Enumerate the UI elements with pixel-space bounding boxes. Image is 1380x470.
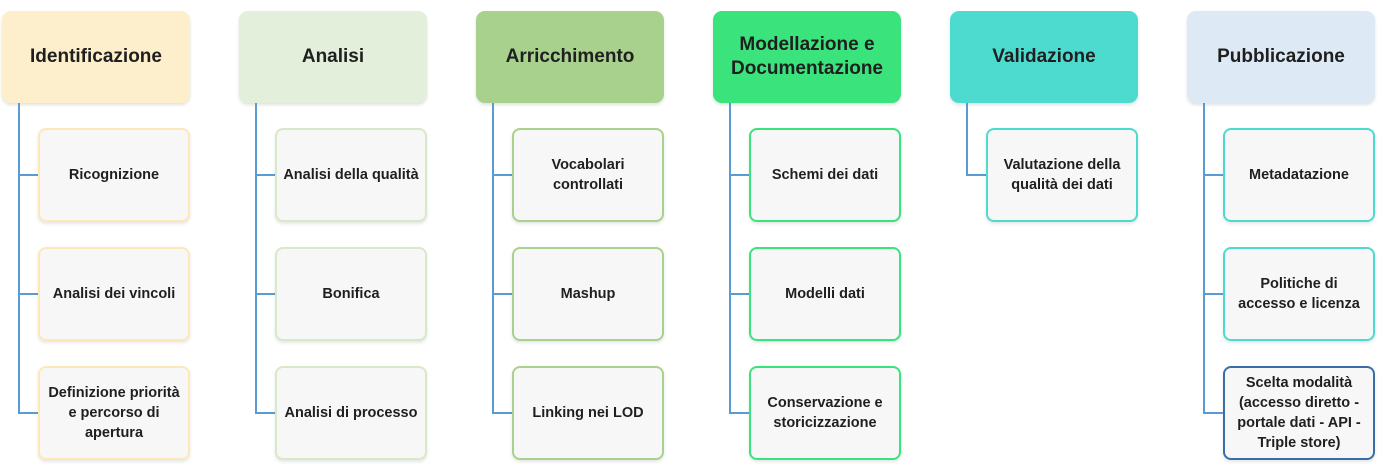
stage-header: Analisi <box>239 11 427 103</box>
step-box: Analisi dei vincoli <box>38 247 190 341</box>
connector-vertical <box>18 103 20 414</box>
step-box: Analisi di processo <box>275 366 427 460</box>
connector-horizontal <box>492 293 514 295</box>
step-box: Conservazione e storicizzazione <box>749 366 901 460</box>
connector-horizontal <box>1203 174 1225 176</box>
connector-horizontal <box>1203 293 1225 295</box>
connector-horizontal <box>255 174 277 176</box>
connector-horizontal <box>255 412 277 414</box>
step-box: Politiche di accesso e licenza <box>1223 247 1375 341</box>
connector-horizontal <box>492 174 514 176</box>
step-box: Linking nei LOD <box>512 366 664 460</box>
connector-vertical <box>966 103 968 176</box>
stage-header: Validazione <box>950 11 1138 103</box>
connector-horizontal <box>729 293 751 295</box>
connector-horizontal <box>492 412 514 414</box>
connector-horizontal <box>18 174 40 176</box>
connector-horizontal <box>1203 412 1225 414</box>
connector-horizontal <box>729 174 751 176</box>
connector-horizontal <box>18 293 40 295</box>
stage-header: Modellazione e Documentazione <box>713 11 901 103</box>
connector-vertical <box>492 103 494 414</box>
stage-header: Pubblicazione <box>1187 11 1375 103</box>
step-box: Analisi della qualità <box>275 128 427 222</box>
stage-header: Arricchimento <box>476 11 664 103</box>
stage-header: Identificazione <box>2 11 190 103</box>
connector-horizontal <box>18 412 40 414</box>
step-box: Metadatazione <box>1223 128 1375 222</box>
step-box: Definizione priorità e percorso di apert… <box>38 366 190 460</box>
step-box: Bonifica <box>275 247 427 341</box>
step-box: Schemi dei dati <box>749 128 901 222</box>
connector-vertical <box>729 103 731 414</box>
step-box: Vocabolari controllati <box>512 128 664 222</box>
connector-horizontal <box>729 412 751 414</box>
connector-horizontal <box>966 174 988 176</box>
step-box: Modelli dati <box>749 247 901 341</box>
step-box: Valutazione della qualità dei dati <box>986 128 1138 222</box>
step-box: Scelta modalità (accesso diretto - porta… <box>1223 366 1375 460</box>
connector-horizontal <box>255 293 277 295</box>
connector-vertical <box>255 103 257 414</box>
step-box: Ricognizione <box>38 128 190 222</box>
connector-vertical <box>1203 103 1205 414</box>
step-box: Mashup <box>512 247 664 341</box>
